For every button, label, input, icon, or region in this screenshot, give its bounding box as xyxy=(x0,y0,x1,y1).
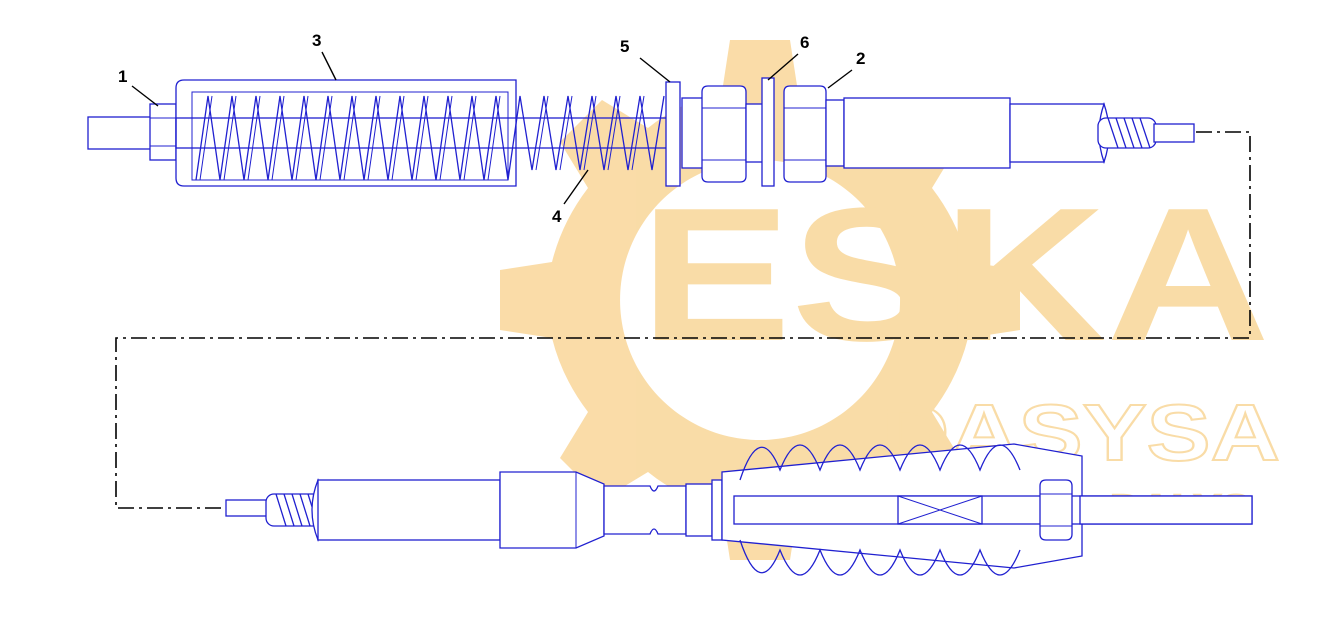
callout-5: 5 xyxy=(620,37,629,56)
top-assembly xyxy=(87,77,1195,187)
callout-2: 2 xyxy=(856,49,865,68)
end-fitting xyxy=(149,103,177,161)
leader-3 xyxy=(321,51,337,81)
washer-5 xyxy=(665,81,681,187)
hex-nut-bottom xyxy=(1039,479,1073,541)
core-wire-bottom xyxy=(225,499,273,517)
cable-jacket-top xyxy=(1009,103,1105,163)
core-wire-top xyxy=(1153,123,1195,143)
callout-3: 3 xyxy=(312,31,321,50)
callout-1: 1 xyxy=(118,67,127,86)
bottom-assembly xyxy=(225,443,1253,576)
leader-1 xyxy=(131,85,159,107)
ferrule xyxy=(499,471,605,549)
bolt xyxy=(745,103,765,163)
threaded-end xyxy=(1079,495,1253,525)
gear-icon xyxy=(500,40,1020,560)
nut-collar xyxy=(825,99,845,167)
leader-2 xyxy=(827,69,853,89)
washer-6 xyxy=(761,77,775,187)
cable-strands-bottom xyxy=(265,493,325,527)
bellows-top xyxy=(739,444,1021,481)
leader-4 xyxy=(563,169,589,205)
watermark-brand: ESKA xyxy=(640,169,1270,381)
bellows-bottom xyxy=(739,539,1021,576)
flange xyxy=(685,483,713,537)
leader-5 xyxy=(639,57,671,83)
flange-plate xyxy=(711,479,723,541)
cable-jacket-bottom xyxy=(317,479,501,541)
neck xyxy=(603,485,687,535)
core-rod-left xyxy=(87,116,153,150)
hex-nut-a xyxy=(701,85,747,183)
callout-6: 6 xyxy=(800,33,809,52)
leader-6 xyxy=(767,53,799,81)
callouts: 1 3 5 6 2 4 xyxy=(118,31,865,226)
compression-spring xyxy=(195,95,665,181)
callout-4: 4 xyxy=(552,207,562,226)
continuation-line xyxy=(115,131,1251,509)
protective-tube xyxy=(175,79,517,187)
sleeve xyxy=(843,97,1011,169)
hex-nut-2 xyxy=(783,85,827,183)
cable-strands-top xyxy=(1097,117,1157,149)
